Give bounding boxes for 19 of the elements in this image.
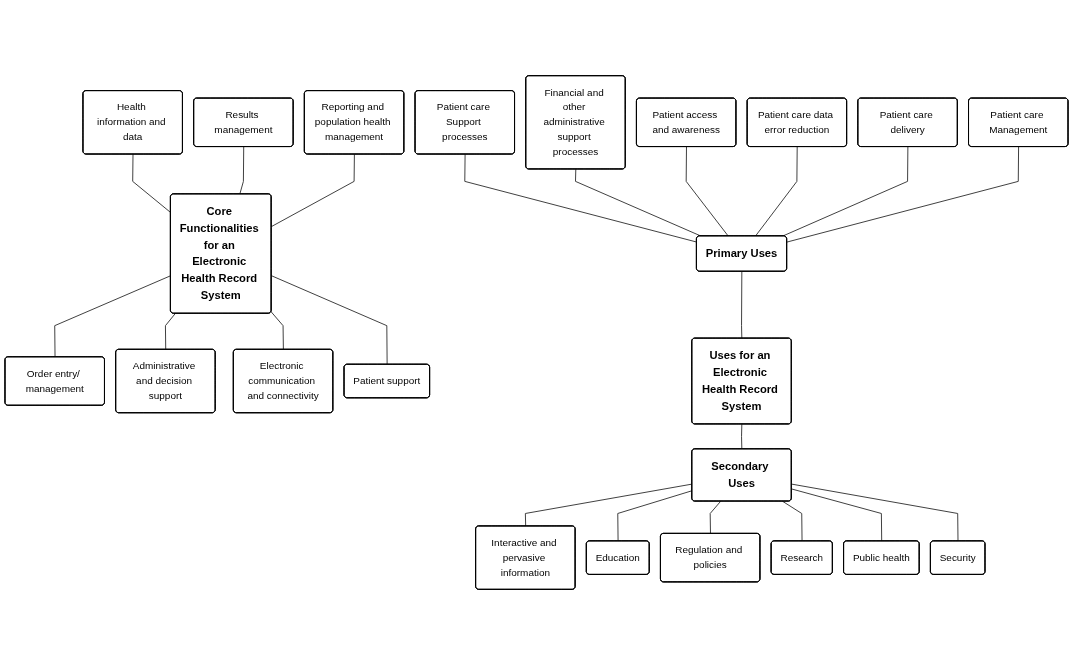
connector: [164, 313, 176, 351]
connector: [685, 146, 729, 237]
connector: [54, 275, 172, 358]
connector: [132, 153, 172, 214]
connector: [791, 483, 959, 542]
connector: [270, 311, 284, 351]
connector: [524, 483, 693, 527]
connector: [754, 146, 798, 237]
connector: [271, 153, 355, 228]
connector: [464, 153, 698, 243]
connector: [617, 490, 693, 542]
connector: [239, 146, 245, 195]
connector: [271, 275, 388, 365]
connector: [709, 500, 722, 535]
connector: [782, 146, 909, 237]
connector: [741, 271, 743, 339]
connector: [791, 488, 883, 542]
connector: [786, 146, 1020, 243]
connector: [741, 423, 743, 450]
